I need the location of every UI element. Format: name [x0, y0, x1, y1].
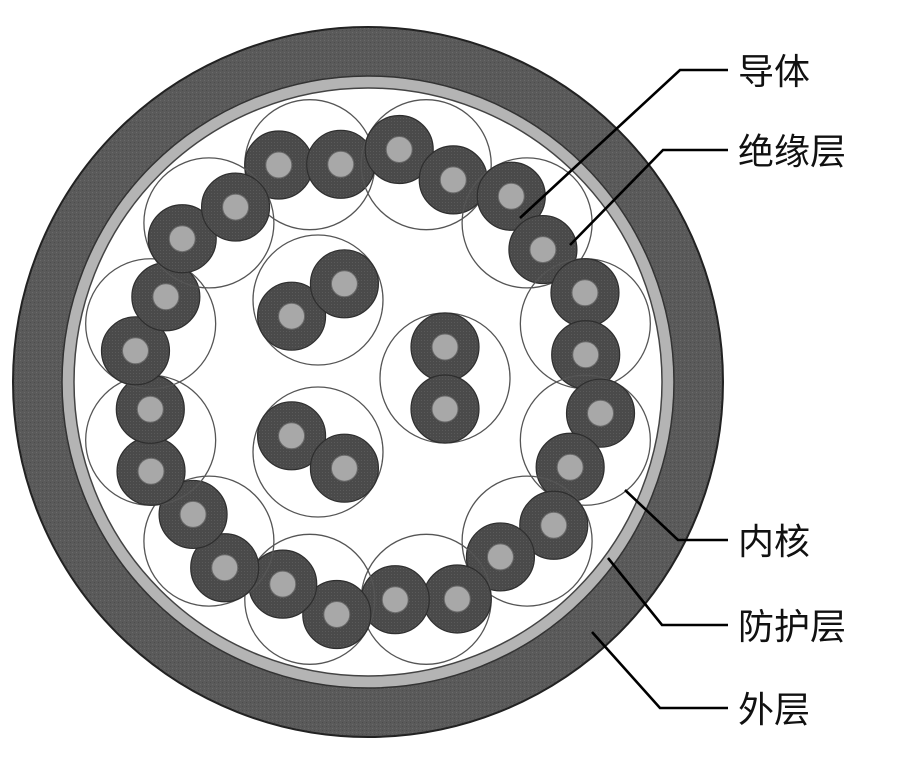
conductor — [278, 422, 306, 450]
conductor — [556, 453, 584, 481]
conductor — [168, 225, 196, 253]
conductor — [323, 601, 351, 629]
conductor — [265, 151, 293, 179]
conductor — [486, 543, 514, 571]
conductor — [385, 135, 413, 163]
pair-outline — [252, 234, 384, 366]
conductor — [327, 150, 355, 178]
inner-pair — [252, 234, 384, 366]
conductor — [431, 333, 459, 361]
conductor — [222, 193, 250, 221]
pair-outline — [252, 386, 384, 518]
inner-pair — [252, 386, 384, 518]
outer-pair — [244, 99, 376, 231]
pair-outline — [461, 475, 593, 607]
conductor — [587, 399, 615, 427]
leader-conductor — [519, 68, 728, 219]
conductor — [330, 270, 358, 298]
conductor — [121, 337, 149, 365]
outer-pair — [519, 374, 651, 506]
conductor — [439, 166, 467, 194]
outer-pair — [85, 258, 217, 390]
pair-outline — [85, 258, 217, 390]
outer-pair — [461, 475, 593, 607]
label-shield: 防护层 — [738, 607, 846, 648]
conductor — [278, 302, 306, 330]
label-insulation: 绝缘层 — [738, 132, 846, 173]
label-conductor: 导体 — [738, 52, 810, 93]
label-inner-core: 内核 — [738, 522, 810, 563]
conductor — [330, 454, 358, 482]
conductor — [136, 395, 164, 423]
conductor — [443, 585, 471, 613]
conductor — [572, 341, 600, 369]
leader-lines — [519, 68, 728, 710]
outer-pair — [244, 533, 376, 665]
conductor — [211, 554, 239, 582]
conductor — [137, 457, 165, 485]
inner-pair — [379, 312, 511, 444]
leader-outer-layer — [591, 631, 728, 710]
conductor — [571, 279, 599, 307]
label-outer-layer: 外层 — [738, 690, 810, 731]
outer-pair — [360, 99, 492, 231]
pair-outline — [143, 157, 275, 289]
leader-insulation — [569, 148, 728, 246]
conductor — [529, 236, 557, 264]
pair-outline — [519, 374, 651, 506]
outer-pair — [143, 475, 275, 607]
twisted-pairs — [85, 99, 651, 665]
conductor — [381, 586, 409, 614]
conductor — [269, 570, 297, 598]
conductor — [540, 511, 568, 539]
conductor — [179, 500, 207, 528]
conductor — [497, 182, 525, 210]
leader-inner-core — [624, 489, 728, 542]
outer-pair — [143, 157, 275, 289]
pair-outline — [360, 99, 492, 231]
outer-pair — [85, 374, 217, 506]
outer-pair — [360, 533, 492, 665]
outer-pair — [461, 157, 593, 289]
conductor — [152, 283, 180, 311]
conductor — [431, 395, 459, 423]
outer-pair — [519, 258, 651, 390]
pair-outline — [143, 475, 275, 607]
pair-outline — [244, 533, 376, 665]
leader-shield — [606, 557, 728, 627]
